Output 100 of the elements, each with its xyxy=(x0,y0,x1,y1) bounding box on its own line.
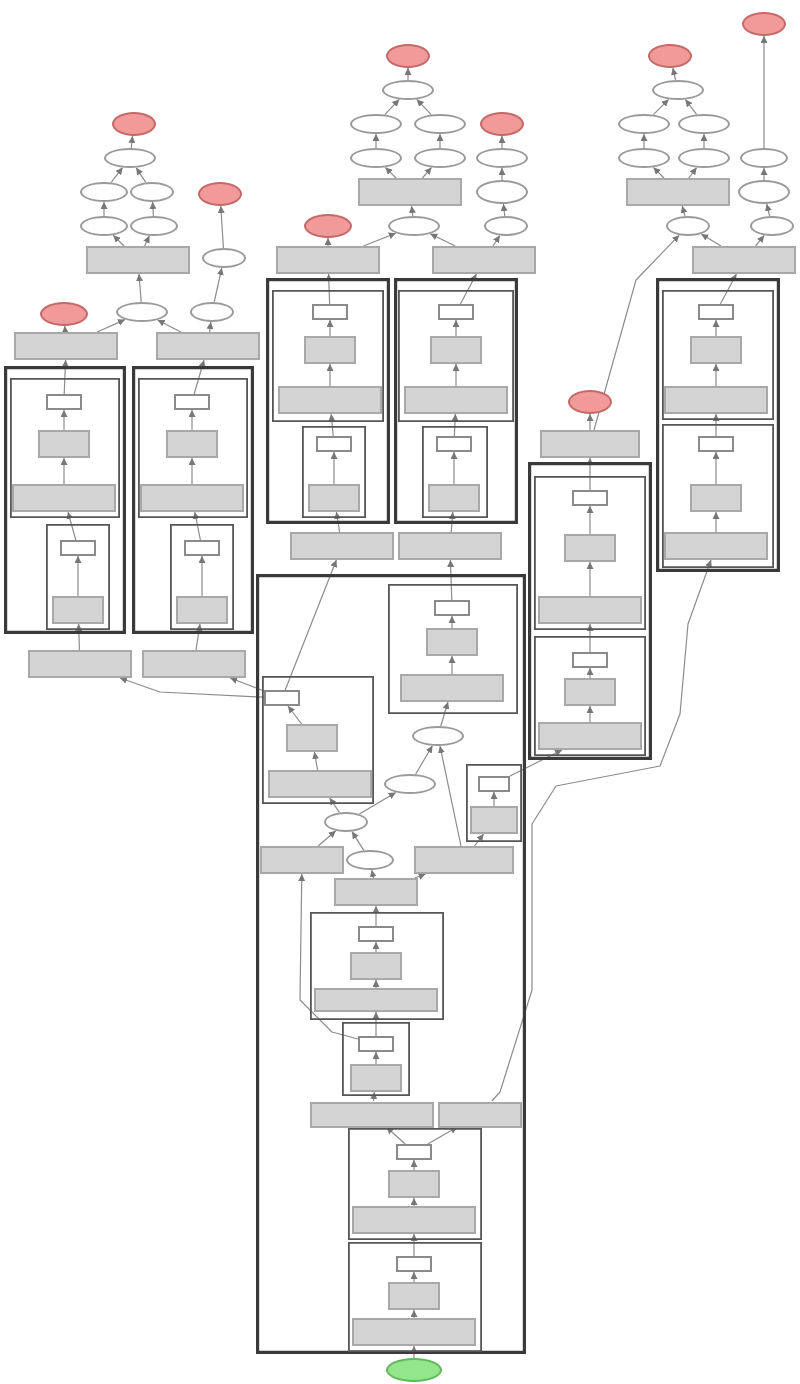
oval-node xyxy=(476,180,528,204)
rect-node xyxy=(290,532,394,560)
arrow xyxy=(372,133,380,149)
arrow xyxy=(474,833,485,847)
rect-node xyxy=(664,532,768,560)
rect-node xyxy=(304,336,356,364)
arrow xyxy=(284,559,338,691)
rect-node xyxy=(28,650,132,678)
rect-node xyxy=(400,674,504,702)
oval-node xyxy=(112,112,156,136)
arrow xyxy=(421,166,433,179)
cluster-frame xyxy=(662,424,774,568)
rect-node xyxy=(38,430,90,458)
rect-node xyxy=(690,484,742,512)
arrow xyxy=(372,905,380,927)
oval-node xyxy=(568,390,612,414)
arrow xyxy=(586,505,594,535)
arrow xyxy=(586,623,594,653)
arrow xyxy=(586,457,594,491)
arrow xyxy=(586,561,594,597)
arrow xyxy=(593,234,680,431)
rect-node xyxy=(388,1282,440,1310)
arrow xyxy=(195,623,203,651)
arrow xyxy=(700,133,708,149)
arrow xyxy=(198,555,206,597)
rect-node xyxy=(664,386,768,414)
rect-node xyxy=(626,178,730,206)
rect-node xyxy=(436,436,472,452)
oval-node xyxy=(412,726,464,746)
arrow xyxy=(75,623,83,651)
arrow xyxy=(765,203,772,217)
arrow xyxy=(66,511,77,541)
oval-node xyxy=(386,1358,442,1382)
arrow xyxy=(206,321,214,333)
arrow xyxy=(498,167,506,181)
arrow xyxy=(135,167,147,183)
cluster-frame xyxy=(656,278,780,572)
arrow xyxy=(298,873,359,1040)
rect-node xyxy=(430,336,482,364)
arrow xyxy=(410,1309,418,1319)
cluster-frame xyxy=(342,1022,410,1096)
arrow xyxy=(755,234,765,247)
arrow xyxy=(362,232,397,247)
rect-node xyxy=(388,1170,440,1198)
arrow xyxy=(128,135,136,149)
oval-node xyxy=(666,216,710,236)
arrow xyxy=(404,67,412,81)
rect-node xyxy=(156,332,260,360)
arrow xyxy=(586,705,594,723)
cluster-frame xyxy=(466,764,522,842)
arrow xyxy=(324,237,332,247)
cluster-frame xyxy=(534,476,646,630)
oval-node xyxy=(346,850,394,870)
rect-node xyxy=(432,246,536,274)
cluster-frame xyxy=(4,366,126,634)
oval-node xyxy=(386,44,430,68)
arrow xyxy=(110,167,124,183)
rect-node xyxy=(438,304,474,320)
arrow xyxy=(326,363,334,387)
rect-node xyxy=(572,652,608,668)
cluster-frame xyxy=(422,426,488,518)
arrow xyxy=(427,1126,458,1145)
rect-node xyxy=(396,1256,432,1272)
arrow xyxy=(700,233,722,247)
arrow xyxy=(213,267,224,303)
arrow xyxy=(334,511,341,533)
arrow xyxy=(712,363,720,387)
rect-node xyxy=(434,600,470,616)
oval-node xyxy=(202,248,246,268)
oval-node xyxy=(384,774,436,794)
arrow xyxy=(408,205,416,217)
rect-node xyxy=(538,596,642,624)
rect-node xyxy=(184,540,220,556)
oval-node xyxy=(304,214,352,238)
arrow xyxy=(410,1271,418,1283)
cluster-frame xyxy=(302,426,366,518)
arrow xyxy=(385,1126,406,1145)
oval-node xyxy=(80,216,128,236)
arrow xyxy=(452,319,460,337)
cluster-frame xyxy=(272,290,384,422)
rect-node xyxy=(690,336,742,364)
rect-node xyxy=(438,1101,522,1127)
arrow xyxy=(328,413,336,437)
cluster-frame xyxy=(310,912,444,1020)
arrow xyxy=(586,667,594,679)
arrow xyxy=(351,831,365,851)
arrow xyxy=(448,615,456,629)
arrow xyxy=(490,791,498,807)
cluster-frame xyxy=(266,278,390,524)
arrow xyxy=(452,363,460,387)
arrow xyxy=(112,234,125,247)
cluster-frame xyxy=(170,524,234,630)
rect-node xyxy=(86,246,190,274)
rect-node xyxy=(564,678,616,706)
oval-node xyxy=(414,148,466,168)
cluster-frame xyxy=(534,636,646,756)
rect-node xyxy=(286,724,338,752)
rect-node xyxy=(398,532,502,560)
rect-node xyxy=(352,1318,476,1346)
arrow xyxy=(358,791,397,815)
